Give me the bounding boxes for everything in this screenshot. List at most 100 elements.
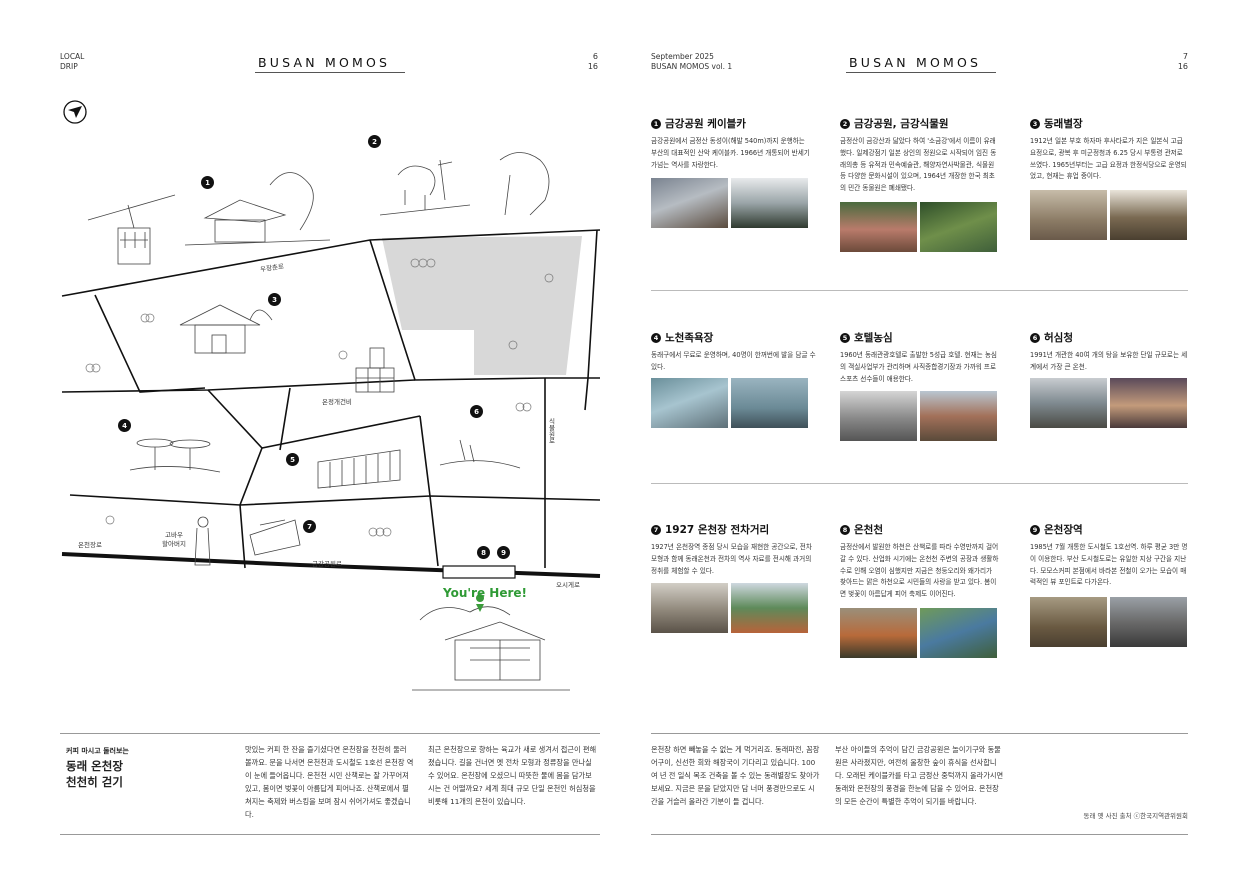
spot-description: 1960년 동래관광호텔로 출발한 5성급 호텔. 현재는 농심의 객실사업부가… xyxy=(840,351,997,383)
divider-left-top xyxy=(60,733,600,734)
compass-icon xyxy=(63,100,87,124)
brand-underline-right xyxy=(846,72,996,73)
tram-sketch xyxy=(249,519,301,556)
brand-underline-left xyxy=(255,72,405,73)
issue-label: September 2025 BUSAN MOMOS vol. 1 xyxy=(651,52,732,72)
spot-title: 5 호텔농심 xyxy=(840,330,1000,345)
footbath-photo-2 xyxy=(731,378,808,428)
statue-label-line1: 고바우 xyxy=(164,531,183,539)
cable-car-photo-2 xyxy=(731,178,808,228)
pavilion-sketch xyxy=(184,172,331,246)
hotel-photo-2 xyxy=(920,391,997,441)
intro-title: 동래 온천장 천천히 걷기 xyxy=(66,758,129,790)
spa-photo-1 xyxy=(1030,378,1107,428)
road-label-oncheonjang: 온천장로 xyxy=(78,541,102,549)
section-label-line2: DRIP xyxy=(60,62,78,71)
spot-title-text: 1927 온천장 전차거리 xyxy=(665,524,770,536)
spot-title-text: 노천족욕장 xyxy=(665,332,714,344)
spot-description: 금정산에서 발원한 하천은 산책로를 따라 수영만까지 걸어갈 수 있다. 산업… xyxy=(840,543,999,599)
intro-title-line2: 천천히 걷기 xyxy=(66,775,123,789)
divider-right-bottom xyxy=(651,834,1188,835)
spot-number: 1 xyxy=(651,118,661,129)
spot-5: 5 호텔농심 1960년 동래관광호텔로 출발한 5성급 호텔. 현재는 농심의 … xyxy=(840,330,1000,385)
intro-title-line1: 동래 온천장 xyxy=(66,759,123,773)
cable-car-photo-1 xyxy=(651,178,728,228)
intro-kicker: 커피 마시고 둘러보는 xyxy=(66,747,129,755)
spa-sketch xyxy=(439,439,521,469)
station-platform xyxy=(442,565,516,579)
spot-title-text: 호텔농심 xyxy=(854,332,893,344)
page-number-right: 7 16 xyxy=(1170,52,1188,72)
page-number-left: 6 16 xyxy=(580,52,598,72)
spot-number: 9 xyxy=(1030,524,1040,535)
magazine-brand-left: BUSAN MOMOS xyxy=(258,55,391,70)
walking-map xyxy=(61,100,601,691)
spot-description: 1912년 일본 부호 하자마 후사타로가 지은 일본식 고급 요정으로, 광복… xyxy=(1030,137,1187,181)
spot-description: 1985년 7월 개통한 도시철도 1호선역. 하루 평균 3만 명이 이용한다… xyxy=(1030,543,1188,587)
stream-photo-1 xyxy=(840,608,917,658)
spot-title: 1 금강공원 케이블카 xyxy=(651,116,811,131)
spot-title-text: 허심청 xyxy=(1044,332,1073,344)
row-divider-2 xyxy=(651,483,1188,484)
road-label-onjeong: 온정개건비 xyxy=(322,398,352,406)
cable-car-sketch xyxy=(87,194,176,265)
map-marker-8[interactable]: 8 xyxy=(477,546,490,559)
page-total: 16 xyxy=(587,62,598,71)
statue-sketch xyxy=(194,516,211,566)
hotel-photo-1 xyxy=(840,391,917,441)
statue-label-line2: 할아버지 xyxy=(162,540,186,548)
you-are-here-label: You're Here! xyxy=(443,586,527,600)
map-marker-9[interactable]: 9 xyxy=(497,546,510,559)
row-divider-1 xyxy=(651,290,1188,291)
map-marker-6[interactable]: 6 xyxy=(470,405,483,418)
spot-number: 5 xyxy=(840,332,850,343)
map-marker-1[interactable]: 1 xyxy=(201,176,214,189)
divider-left-bottom xyxy=(60,834,600,835)
spot-description: 금정산이 금강산과 닮았다 하여 '소금강'에서 이름이 유래했다. 일제강점기… xyxy=(840,137,997,193)
spot-title: 6 허심청 xyxy=(1030,330,1190,345)
spot-description: 금강공원에서 금정산 동성이(해발 540m)까지 운행하는 부산의 대표적인 … xyxy=(651,137,810,169)
cafe-building-sketch xyxy=(412,606,570,691)
page-number: 7 xyxy=(1182,52,1188,61)
intro-column-2: 최근 온천장으로 향하는 육교가 새로 생겨서 접근이 편해졌습니다. 길을 건… xyxy=(428,745,597,806)
map-marker-3[interactable]: 3 xyxy=(268,293,281,306)
page-number: 6 xyxy=(592,52,598,61)
map-marker-7[interactable]: 7 xyxy=(303,520,316,533)
map-marker-4[interactable]: 4 xyxy=(118,419,131,432)
location-pin-icon xyxy=(476,593,485,612)
spot-title-text: 금강공원, 금강식물원 xyxy=(854,118,949,130)
villa-sketch xyxy=(179,304,273,354)
stream-photo-2 xyxy=(920,608,997,658)
road-label-geumgang: 금강공원로 xyxy=(312,560,342,568)
intro-heading: 커피 마시고 둘러보는 동래 온천장 천천히 걷기 xyxy=(66,746,129,790)
map-marker-2[interactable]: 2 xyxy=(368,135,381,148)
station-photo-2 xyxy=(1110,597,1187,647)
map-marker-5[interactable]: 5 xyxy=(286,453,299,466)
spot-number: 6 xyxy=(1030,332,1040,343)
spot-number: 2 xyxy=(840,118,850,129)
intro-column-3: 온천장 하면 빼놓을 수 없는 게 먹거리죠. 동래파전, 꼼장어구이, 신선한… xyxy=(651,745,820,806)
issue-volume: BUSAN MOMOS vol. 1 xyxy=(651,62,733,71)
villa-photo-1 xyxy=(1030,190,1107,240)
station-photo-1 xyxy=(1030,597,1107,647)
intro-column-1: 맛있는 커피 한 잔을 즐기셨다면 온천장을 천천히 둘러 볼까요. 문을 나서… xyxy=(245,745,414,819)
spot-title-text: 금강공원 케이블카 xyxy=(665,118,746,130)
magazine-brand-right: BUSAN MOMOS xyxy=(849,55,982,70)
spot-number: 4 xyxy=(651,332,661,343)
spot-title-text: 동래별장 xyxy=(1044,118,1083,130)
issue-date: September 2025 xyxy=(651,52,714,61)
hotel-sketch xyxy=(317,449,401,489)
villa-photo-2 xyxy=(1110,190,1187,240)
statue-label: 고바우 할아버지 xyxy=(162,531,186,549)
spot-number: 8 xyxy=(840,524,850,535)
road-label-sikmulwon: 식물원로 xyxy=(547,418,555,444)
